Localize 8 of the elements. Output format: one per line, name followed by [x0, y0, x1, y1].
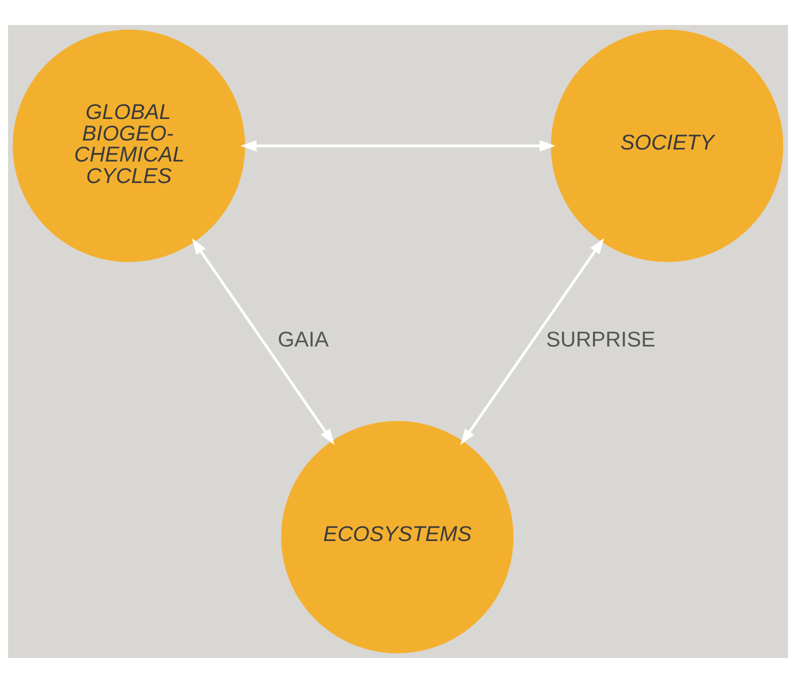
arrow: [240, 140, 556, 152]
arrow: [192, 238, 334, 445]
node-circle: SOCIETY: [550, 30, 784, 262]
edge-label: GAIA: [278, 328, 328, 352]
edge-label: SURPRISE: [546, 328, 656, 352]
arrow: [460, 238, 604, 445]
node-circle: GLOBAL BIOGEO- CHEMICAL CYCLES: [12, 30, 246, 262]
node-circle: ECOSYSTEMS: [281, 420, 514, 654]
